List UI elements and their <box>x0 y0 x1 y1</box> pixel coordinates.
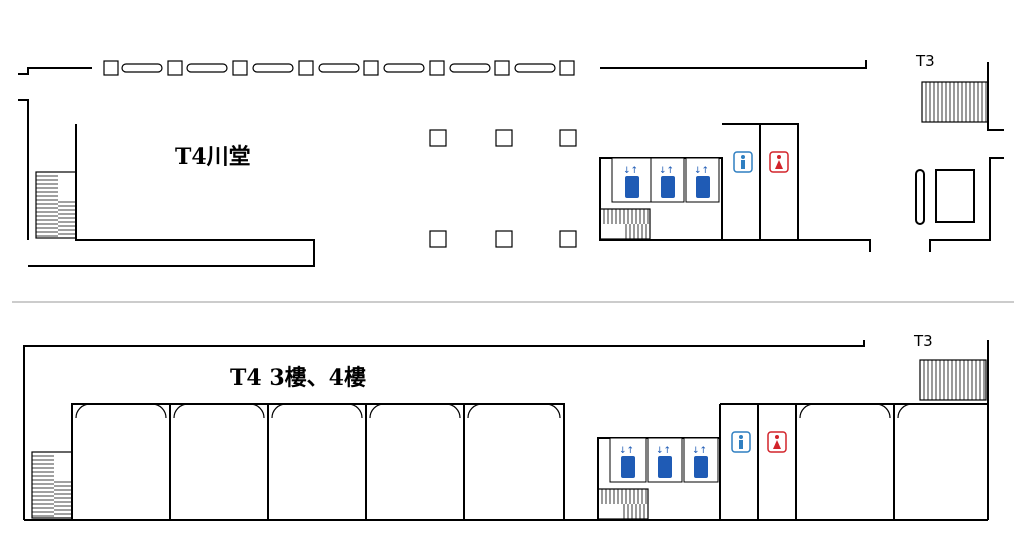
classroom-row <box>71 403 565 520</box>
page-title: T4川堂 <box>175 144 251 170</box>
stairs-icon <box>597 488 649 520</box>
wall-top-right <box>600 60 867 69</box>
pillar <box>915 169 925 225</box>
doors <box>75 403 561 419</box>
room-box <box>935 169 975 223</box>
stairs-icon <box>35 171 77 239</box>
stairs-icon <box>31 451 73 519</box>
floor-upper: T4川堂 ↓↑ ↓↑ ↓↑ <box>18 52 1004 267</box>
elevator-icon: ↓↑ <box>623 166 639 198</box>
stairs-icon <box>919 359 987 401</box>
svg-text:↓↑: ↓↑ <box>623 166 638 176</box>
elevator-icon: ↓↑ <box>656 446 672 478</box>
elevator-bank: ↓↑ ↓↑ ↓↑ <box>599 157 723 241</box>
elevator-bank: ↓↑ ↓↑ ↓↑ <box>597 437 721 521</box>
doors <box>799 403 913 419</box>
wall-outer <box>23 340 865 520</box>
wall-t3-upper <box>987 62 1004 131</box>
stairs-icon <box>599 208 651 240</box>
svg-text:↓↑: ↓↑ <box>694 166 709 176</box>
t3-label: T3 <box>915 52 935 70</box>
male-restroom-icon <box>733 151 753 173</box>
female-restroom-icon <box>767 431 787 453</box>
wall-top-left <box>18 67 92 75</box>
wall-left-outer <box>18 99 29 240</box>
stairs-icon <box>921 81 989 123</box>
svg-text:↓↑: ↓↑ <box>659 166 674 176</box>
classroom-dividers <box>169 404 465 520</box>
elevator-icon: ↓↑ <box>692 446 708 478</box>
columns <box>429 129 577 248</box>
female-restroom-icon <box>769 151 789 173</box>
page-title: T4 3樓、4樓 <box>230 365 366 391</box>
wall-t3-lower <box>929 157 1004 252</box>
floor-lower: T4 3樓、4樓 <box>23 332 989 521</box>
elevator-icon: ↓↑ <box>619 446 635 478</box>
restroom-block <box>719 403 988 520</box>
svg-text:↓↑: ↓↑ <box>656 446 671 456</box>
svg-text:↓↑: ↓↑ <box>692 446 707 456</box>
elevator-icon: ↓↑ <box>659 166 675 198</box>
wall-left-inner <box>28 124 315 267</box>
elevator-icon: ↓↑ <box>694 166 710 198</box>
t3-label: T3 <box>913 332 933 350</box>
restroom-block <box>722 123 871 252</box>
male-restroom-icon <box>731 431 751 453</box>
svg-text:↓↑: ↓↑ <box>619 446 634 456</box>
window-row <box>103 60 575 76</box>
